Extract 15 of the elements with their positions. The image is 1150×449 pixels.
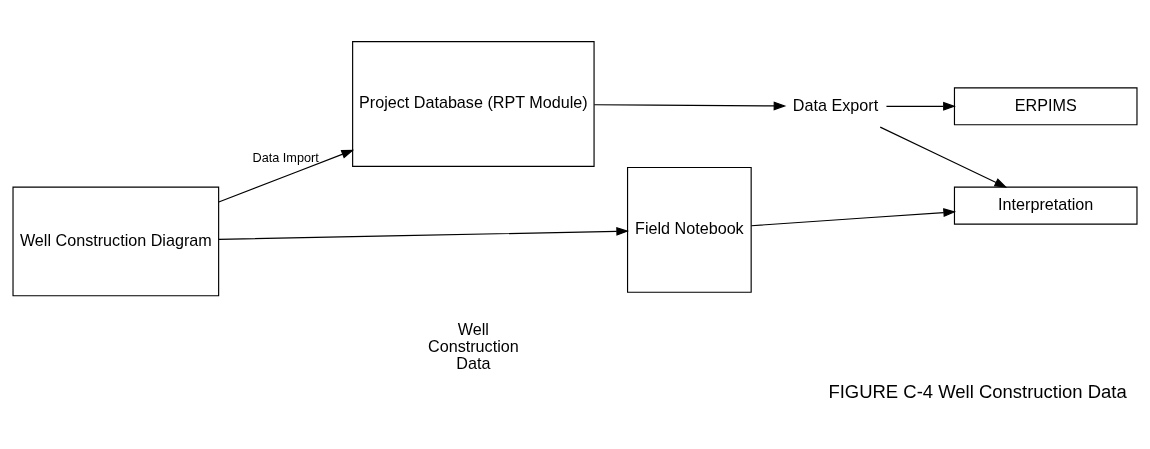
node-text: Data Export [792, 95, 879, 114]
arrow [885, 101, 956, 111]
edge-label: Data Import [252, 150, 319, 165]
node-box: Well Construction Diagram [12, 186, 220, 296]
arrow [593, 100, 787, 110]
arrow [218, 226, 630, 240]
node-box: Project Database (RPT Module) [352, 40, 595, 167]
node-box: Interpretation [953, 186, 1138, 225]
arrow [879, 126, 1008, 188]
arrow [750, 207, 957, 226]
node-box: ERPIMS [953, 86, 1138, 125]
label: Well Construction Data [428, 319, 519, 372]
caption: FIGURE C-4 Well Construction Data [828, 380, 1127, 402]
node-box: Field Notebook [626, 166, 752, 293]
arrow [218, 149, 355, 203]
